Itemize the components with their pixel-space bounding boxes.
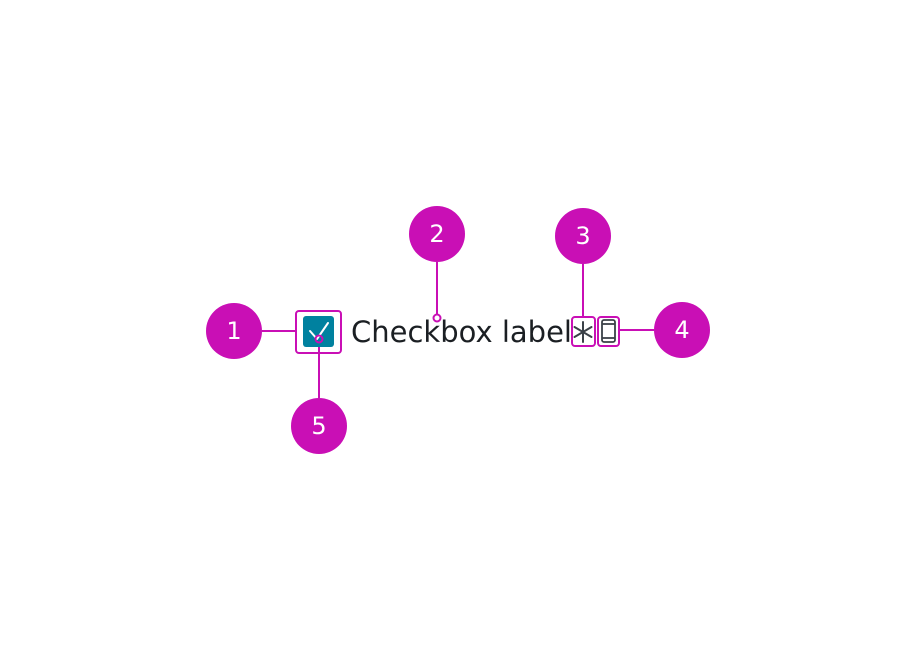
annotation-badge-3: 3 [555, 208, 611, 264]
checkbox-highlight [295, 310, 342, 354]
annotation-badge-4: 4 [654, 302, 710, 358]
badge-number: 2 [429, 220, 444, 248]
annotation-badge-1: 1 [206, 303, 262, 359]
phone-highlight [597, 316, 620, 347]
label-anchor-dot [432, 313, 442, 323]
annotation-badge-5: 5 [291, 398, 347, 454]
checkbox[interactable] [303, 316, 334, 347]
mobile-phone-icon [601, 319, 616, 343]
checkbox-label: Checkbox label [351, 315, 572, 349]
checkmark-icon [309, 322, 329, 340]
asterisk-highlight [571, 316, 596, 347]
badge-number: 1 [226, 317, 241, 345]
check-anchor-dot [314, 334, 324, 344]
badge-number: 5 [311, 412, 326, 440]
badge-number: 3 [575, 222, 590, 250]
badge-number: 4 [674, 316, 689, 344]
annotation-badge-2: 2 [409, 206, 465, 262]
asterisk-icon [573, 321, 593, 343]
